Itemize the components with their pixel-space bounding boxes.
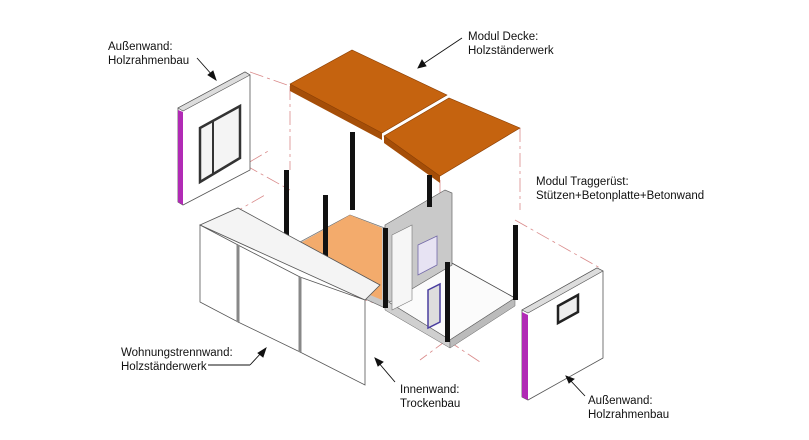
label-ceiling-module: Modul Decke: Holzständerwerk xyxy=(468,30,554,58)
label-subtitle: Stützen+Betonplatte+Betonwand xyxy=(536,190,705,202)
leader-arrows xyxy=(196,37,586,397)
label-title: Innenwand: xyxy=(400,384,460,396)
label-subtitle: Trockenbau xyxy=(400,398,461,410)
label-outer-wall-left: Außenwand: Holzrahmenbau xyxy=(108,40,189,68)
window-icon xyxy=(198,103,242,185)
ceiling-module xyxy=(289,49,521,183)
outer-wall-left xyxy=(177,71,251,206)
outer-wall-right xyxy=(521,267,604,401)
label-title: Außenwand: xyxy=(108,41,173,53)
label-title: Modul Traggerüst: xyxy=(536,176,629,188)
label-subtitle: Holzständerwerk xyxy=(468,45,554,57)
label-support-frame: Modul Traggerüst: Stützen+Betonplatte+Be… xyxy=(536,175,704,203)
label-inner-wall: Innenwand: Trockenbau xyxy=(400,383,460,411)
label-party-wall: Wohnungstrennwand: Holzständerwerk xyxy=(121,346,233,374)
label-subtitle: Holzrahmenbau xyxy=(108,55,190,67)
party-wall xyxy=(199,207,381,386)
label-title: Wohnungstrennwand: xyxy=(121,347,233,359)
label-subtitle: Holzrahmenbau xyxy=(588,409,670,421)
support-posts xyxy=(284,132,518,342)
wall-edge-accent xyxy=(178,110,183,205)
wall-edge-accent xyxy=(522,312,528,400)
label-title: Außenwand: xyxy=(588,395,653,407)
label-subtitle: Holzständerwerk xyxy=(121,361,207,373)
bathroom-module xyxy=(384,189,453,330)
label-outer-wall-right: Außenwand: Holzrahmenbau xyxy=(588,394,669,422)
label-title: Modul Decke: xyxy=(468,31,539,43)
window-icon xyxy=(556,292,580,326)
